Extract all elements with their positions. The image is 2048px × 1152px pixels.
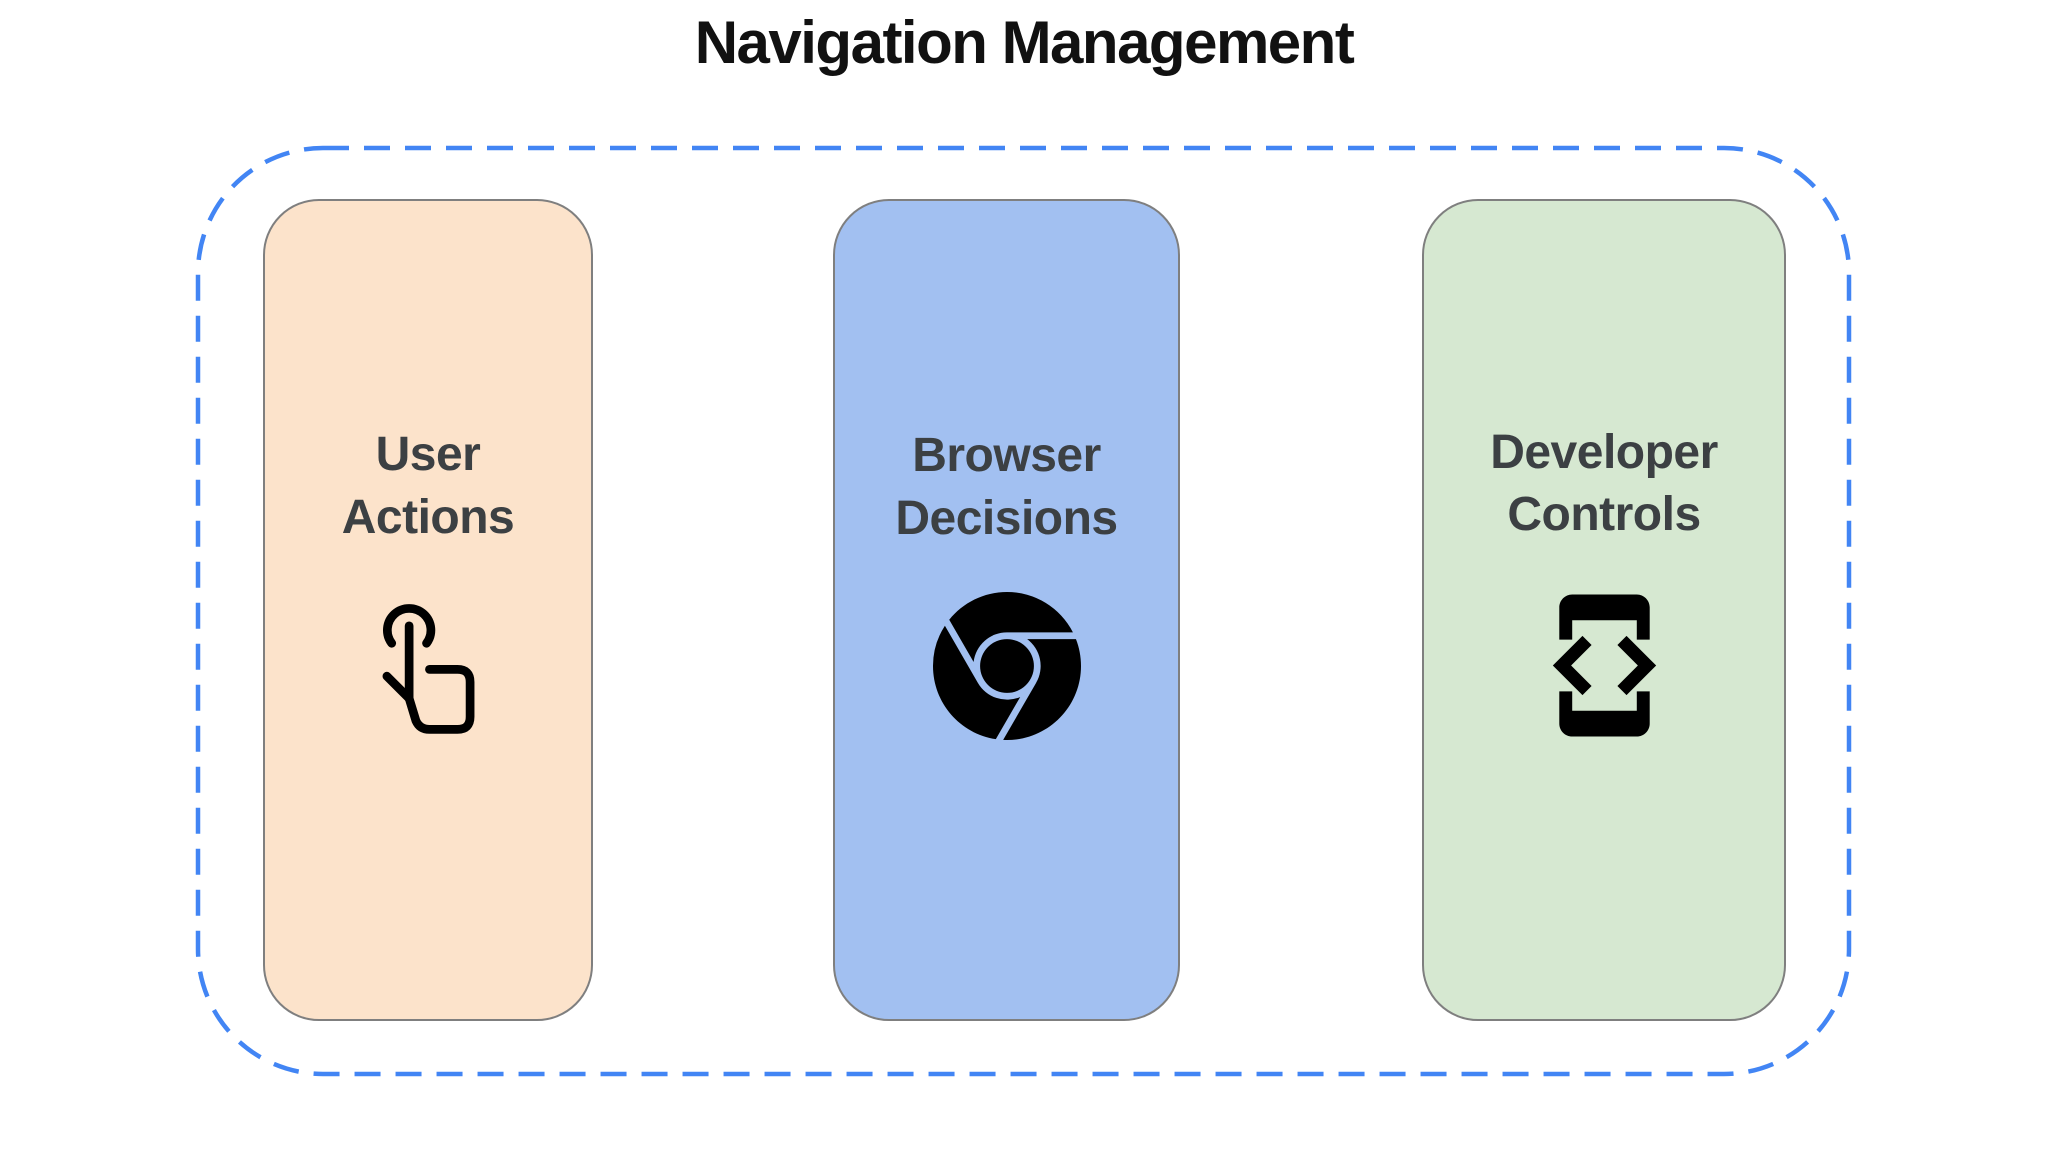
card-browser-decisions: Browser Decisions (833, 199, 1180, 1021)
card-user-actions-label: User Actions (341, 428, 515, 544)
diagram-title: Navigation Management (694, 9, 1355, 76)
dashed-border-rect (195, 145, 1852, 1077)
touch-gesture-icon (357, 591, 499, 741)
card-developer-controls: Developer Controls (1422, 199, 1786, 1021)
card-browser-decisions-label: Browser Decisions (895, 429, 1118, 545)
card-user-actions: User Actions (263, 199, 593, 1021)
chrome-browser-icon (932, 591, 1081, 740)
developer-mode-icon (1527, 588, 1682, 743)
card-developer-controls-label: Developer Controls (1490, 425, 1718, 541)
navigation-management-group-border (195, 145, 1852, 1077)
